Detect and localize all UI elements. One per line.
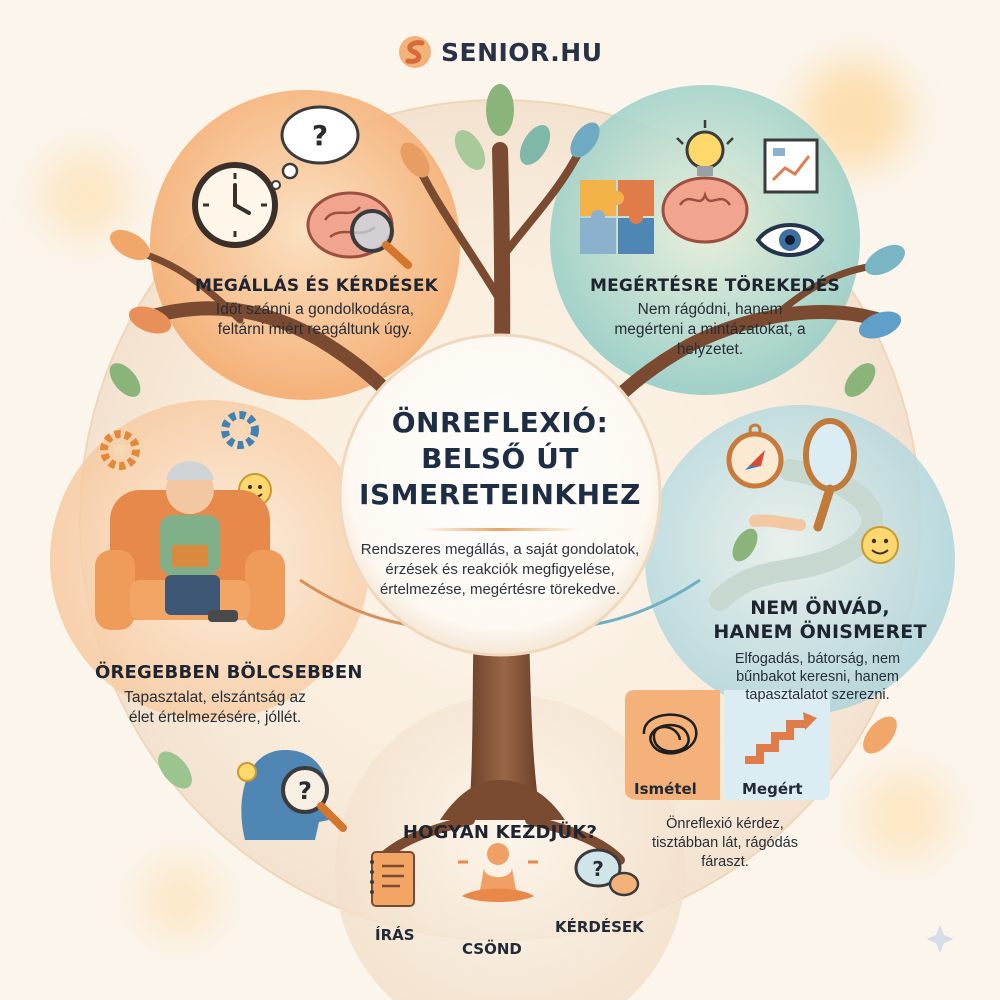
brain-magnifier-icon [306, 191, 412, 269]
leaf-icon [732, 528, 758, 562]
leaves [109, 84, 905, 789]
leaf-icon [844, 363, 876, 397]
compare-text: Önreflexió kérdez, tisztábban lát, rágód… [652, 816, 798, 870]
notebook-icon [370, 851, 415, 907]
leaf-icon [519, 125, 551, 165]
eye-icon [755, 223, 825, 257]
chart-board-icon [763, 138, 819, 194]
selfknowledge-title-line-2: HANEM ÖNISMERET [713, 621, 927, 643]
circle-howto [335, 695, 685, 1000]
brand-header: SENIOR.HU [395, 32, 603, 72]
clock-icon [192, 162, 278, 248]
selfknowledge-text: Elfogadás, bátorság, nem bűnbakot keresn… [734, 651, 901, 703]
glow-bottom-left [140, 860, 220, 940]
gear-icon [221, 411, 259, 449]
understand-text: Nem rágódni, hanem megérteni a mintázato… [614, 301, 806, 358]
chat-question-icon: ? [574, 848, 640, 897]
selfknowledge-title-line-1: NEM ÖNVÁD, [750, 597, 890, 619]
compare-right-label: Megért [742, 780, 803, 798]
center-description: Rendszeres megállás, a saját gondolatok,… [360, 541, 640, 598]
center-circle [338, 333, 662, 657]
leaf-icon [858, 311, 902, 339]
leaf-icon [863, 716, 897, 754]
svg-text:?: ? [298, 777, 312, 805]
glow-left [40, 150, 130, 240]
center-title-line-2: BELSŐ ÚT [421, 442, 579, 475]
gear-icon [100, 430, 140, 470]
stairs-arrow-icon [745, 712, 817, 764]
leaf-icon [128, 306, 172, 334]
scribble-icon [642, 713, 698, 755]
center-title: ÖNREFLEXIÓ: BELSŐ ÚT ISMERETEINKHEZ [340, 405, 660, 513]
sparkle-icon [926, 925, 954, 953]
head-question-icon: ? [237, 750, 347, 840]
pause-text: Időt szánni a gondolkodásra, feltárni mi… [215, 301, 415, 338]
compass-icon [726, 423, 784, 489]
compare-left-label: Ismétel [634, 780, 697, 798]
selfknowledge-title: NEM ÖNVÁD, HANEM ÖNISMERET [700, 596, 940, 644]
brand-name: SENIOR.HU [441, 37, 603, 67]
svg-text:?: ? [592, 857, 604, 881]
meditation-icon [458, 843, 538, 902]
howto-title: HOGYAN KEZDJÜK? [402, 822, 598, 843]
howto-item-silence: CSÖND [462, 940, 522, 958]
glow-bottom-right [860, 770, 950, 860]
svg-text:?: ? [312, 119, 328, 152]
pause-title: MEGÁLLÁS ÉS KÉRDÉSEK [195, 276, 439, 296]
leaf-icon [454, 130, 486, 170]
thought-bubble-question-icon: ? [271, 105, 360, 190]
leaf-icon [110, 229, 150, 261]
center-divider [420, 528, 580, 531]
lightbulb-brain-icon [661, 120, 749, 244]
leaf-icon [570, 122, 600, 158]
smiley-icon [861, 526, 899, 564]
older-text: Tapasztalat, elszántság az élet értelmez… [124, 689, 306, 726]
leaf-icon [109, 363, 141, 397]
logo-spacer [395, 35, 433, 69]
leaf-icon [400, 142, 430, 178]
logo-icon [399, 36, 431, 68]
center-title-line-1: ÖNREFLEXIÓ: [391, 406, 609, 439]
howto-item-questions: KÉRDÉSEK [555, 918, 644, 936]
puzzle-icon [580, 180, 654, 254]
howto-item-writing: ÍRÁS [375, 926, 415, 944]
leaf-icon [158, 751, 192, 789]
mirror-icon [749, 418, 857, 532]
center-title-line-3: ISMERETEINKHEZ [359, 478, 641, 511]
understand-title: MEGÉRTÉSRE TÖREKEDÉS [590, 276, 841, 296]
leaf-icon [486, 84, 514, 136]
compare-panel [625, 690, 830, 800]
armchair-reader-illustration [95, 461, 285, 630]
older-title: ÖREGEBBEN BÖLCSEBBEN [95, 662, 363, 683]
leaf-icon [865, 244, 905, 276]
